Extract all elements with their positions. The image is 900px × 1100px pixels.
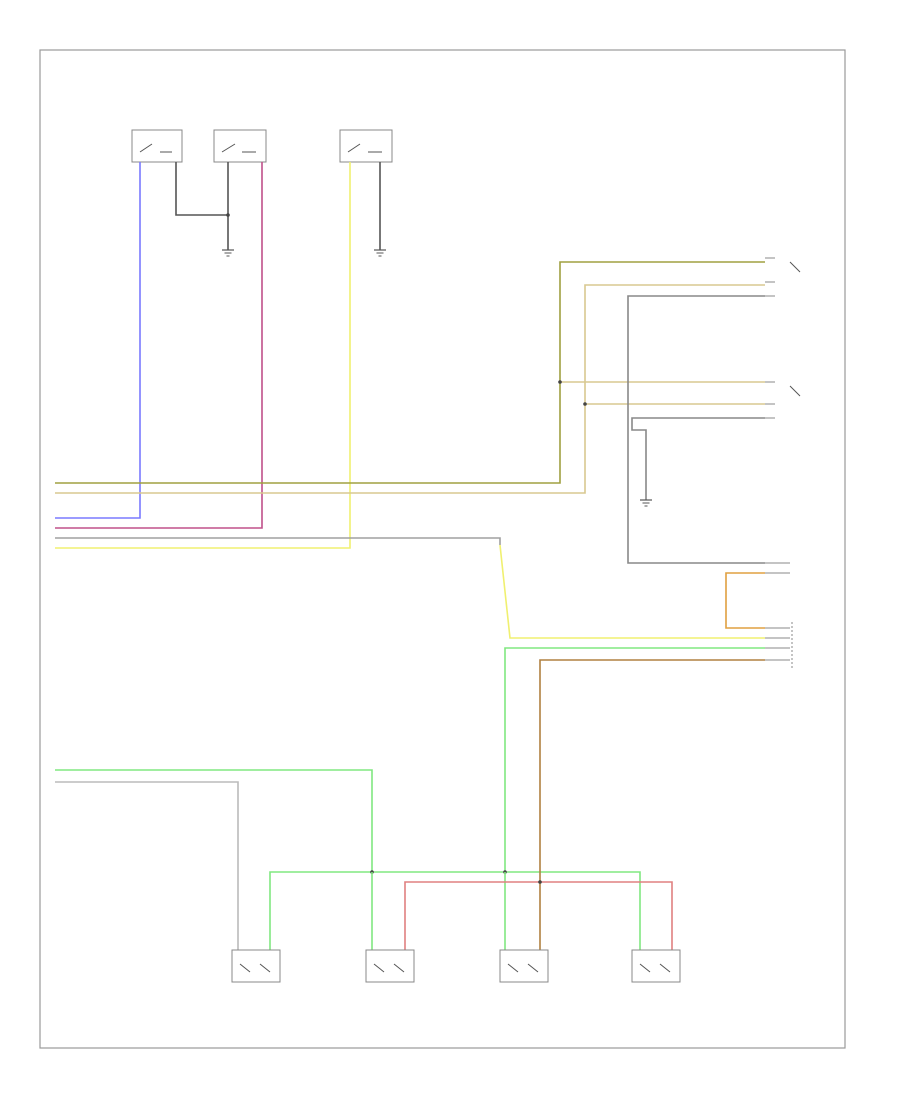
connector-top-right bbox=[765, 257, 801, 297]
wire-blue bbox=[55, 162, 141, 519]
wire-tan-1 bbox=[55, 284, 765, 494]
ground-3 bbox=[640, 499, 652, 507]
switch-2 bbox=[213, 129, 267, 163]
sensor-3 bbox=[499, 949, 549, 983]
wire-green-bus bbox=[269, 871, 641, 908]
ground-1 bbox=[222, 249, 234, 257]
wire-gray-3 bbox=[631, 417, 765, 500]
wire-green-1 bbox=[504, 647, 765, 872]
wire-olive bbox=[55, 261, 765, 484]
wire-red-bus bbox=[404, 881, 673, 950]
right-module-a bbox=[765, 562, 790, 574]
sensor-4 bbox=[631, 949, 681, 983]
switch-1 bbox=[131, 129, 183, 163]
wire-brown bbox=[539, 659, 765, 950]
wire-orange bbox=[725, 572, 765, 629]
wire-green-2 bbox=[55, 769, 373, 872]
ground-2 bbox=[374, 249, 386, 257]
sensor-2 bbox=[365, 949, 415, 983]
wire-yellow-1 bbox=[55, 162, 351, 549]
wire-gray-2 bbox=[627, 295, 765, 564]
wire-violet-red bbox=[55, 162, 263, 529]
sensor-1 bbox=[231, 949, 281, 983]
switch-3 bbox=[339, 129, 393, 163]
diagram-frame bbox=[39, 49, 846, 1049]
wire-gray-1 bbox=[55, 537, 501, 545]
wire-yellow-2 bbox=[499, 544, 765, 639]
connector-mid-right bbox=[765, 381, 801, 419]
right-module-b bbox=[765, 622, 793, 668]
wire-gray-4 bbox=[55, 781, 239, 950]
